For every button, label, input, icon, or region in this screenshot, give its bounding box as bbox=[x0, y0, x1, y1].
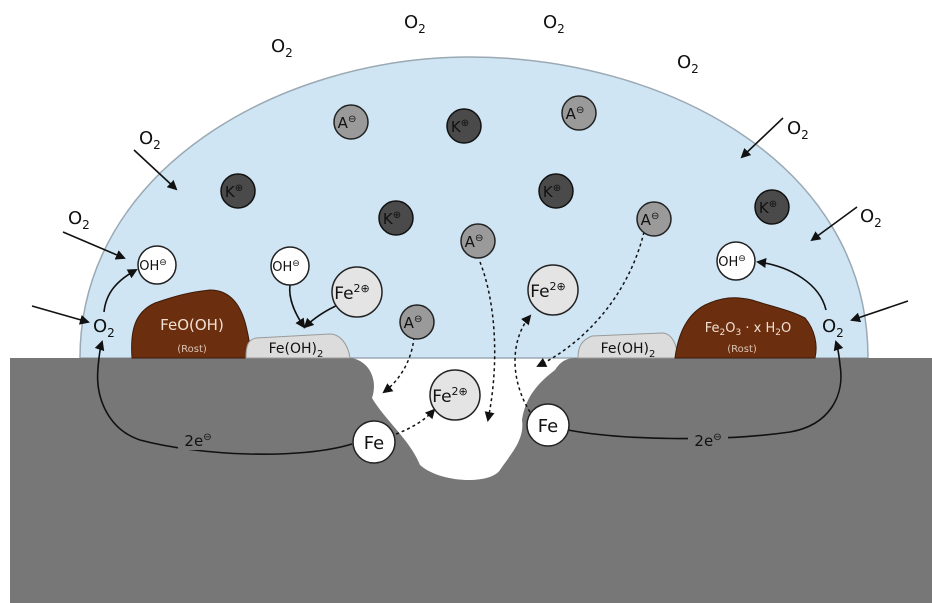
svg-text:O2: O2 bbox=[543, 12, 565, 36]
svg-text:OH⊖: OH⊖ bbox=[139, 258, 167, 274]
electron-flow-right bbox=[567, 340, 844, 440]
electron-label-right: 2e⊖ bbox=[694, 432, 721, 450]
anion-5: A⊖ bbox=[399, 304, 435, 340]
svg-text:A⊖: A⊖ bbox=[566, 105, 585, 123]
o2-label-7: O2 bbox=[68, 208, 90, 232]
electron-flow-left bbox=[94, 340, 353, 455]
electron-label-left: 2e⊖ bbox=[184, 432, 211, 450]
arrow-o2-in-6 bbox=[850, 300, 909, 323]
rust-left-formula: FeO(OH) bbox=[160, 316, 224, 334]
svg-text:O2: O2 bbox=[677, 52, 699, 76]
svg-text:O2: O2 bbox=[404, 12, 426, 36]
iron-ion-3: Fe2⊕ bbox=[429, 369, 481, 421]
hydroxide-ion-1: OH⊖ bbox=[137, 245, 177, 285]
svg-text:OH⊖: OH⊖ bbox=[272, 259, 300, 275]
svg-text:Fe2⊕: Fe2⊕ bbox=[432, 385, 468, 407]
svg-text:Fe2⊕: Fe2⊕ bbox=[334, 282, 370, 304]
cation-2: K⊕ bbox=[220, 173, 256, 209]
electron-label-left-bg bbox=[178, 430, 218, 450]
rust-left-note: (Rost) bbox=[177, 344, 207, 355]
o2-label-10: O2 bbox=[822, 316, 844, 340]
water-droplet bbox=[79, 56, 869, 359]
iron-metal-block bbox=[10, 358, 932, 603]
dotted-anion-to-pit-left bbox=[382, 336, 415, 394]
svg-text:O2: O2 bbox=[860, 206, 882, 230]
arrow-o2-in-1 bbox=[133, 149, 178, 191]
cation-5: K⊕ bbox=[754, 189, 790, 225]
svg-text:O2: O2 bbox=[139, 128, 161, 152]
cation-1: K⊕ bbox=[446, 108, 482, 144]
arrow-oh-to-hydroxide bbox=[288, 284, 306, 329]
iron-atom-left: Fe bbox=[352, 420, 396, 464]
arrow-o2-to-oh-right bbox=[756, 258, 827, 311]
arrow-o2-in-4 bbox=[740, 117, 784, 159]
o2-label-9: O2 bbox=[93, 316, 115, 340]
svg-text:K⊕: K⊕ bbox=[759, 199, 777, 217]
svg-text:O2: O2 bbox=[271, 36, 293, 60]
rust-deposit-right bbox=[674, 297, 817, 359]
arrow-o2-to-oh-left bbox=[103, 269, 138, 313]
svg-text:K⊕: K⊕ bbox=[383, 210, 401, 228]
hydroxide-ion-3: OH⊖ bbox=[716, 241, 756, 281]
anion-4: A⊖ bbox=[636, 201, 672, 237]
o2-label-1: O2 bbox=[271, 36, 293, 60]
svg-text:K⊕: K⊕ bbox=[225, 183, 243, 201]
iron-atom-right: Fe bbox=[526, 403, 570, 447]
o2-label-3: O2 bbox=[543, 12, 565, 36]
dotted-anion-to-pit-center bbox=[479, 261, 496, 422]
iron-ion-2: Fe2⊕ bbox=[527, 264, 579, 316]
o2-label-6: O2 bbox=[787, 118, 809, 142]
svg-text:O2: O2 bbox=[822, 316, 844, 340]
o2-label-4: O2 bbox=[677, 52, 699, 76]
iron-hydroxide-layer-left bbox=[245, 333, 351, 359]
svg-text:O2: O2 bbox=[787, 118, 809, 142]
o2-label-2: O2 bbox=[404, 12, 426, 36]
cation-3: K⊕ bbox=[378, 200, 414, 236]
svg-text:A⊖: A⊖ bbox=[641, 211, 660, 229]
hydroxide-ion-2: OH⊖ bbox=[270, 246, 310, 286]
o2-label-8: O2 bbox=[860, 206, 882, 230]
anion-2: A⊖ bbox=[561, 95, 597, 131]
arrow-o2-in-2 bbox=[62, 231, 126, 260]
arrow-o2-in-3 bbox=[31, 305, 90, 325]
svg-text:Fe: Fe bbox=[364, 433, 384, 454]
anion-3: A⊖ bbox=[460, 223, 496, 259]
svg-text:A⊖: A⊖ bbox=[404, 314, 423, 332]
arrow-o2-in-5 bbox=[810, 206, 858, 242]
dotted-fe-to-fe-ion-left bbox=[395, 408, 436, 435]
iron-ion-1: Fe2⊕ bbox=[331, 266, 383, 318]
hydroxide-layer-right-label: Fe(OH)2 bbox=[601, 341, 656, 360]
anion-1: A⊖ bbox=[333, 104, 369, 140]
svg-text:OH⊖: OH⊖ bbox=[718, 254, 746, 270]
hydroxide-layer-left-label: Fe(OH)2 bbox=[269, 341, 324, 360]
o2-label-5: O2 bbox=[139, 128, 161, 152]
svg-text:O2: O2 bbox=[93, 316, 115, 340]
svg-text:K⊕: K⊕ bbox=[451, 118, 469, 136]
electron-label-right-bg bbox=[688, 430, 728, 450]
svg-text:Fe2⊕: Fe2⊕ bbox=[530, 280, 566, 302]
svg-text:K⊕: K⊕ bbox=[543, 183, 561, 201]
svg-text:A⊖: A⊖ bbox=[465, 233, 484, 251]
rust-right-formula: Fe2O3 · x H2O bbox=[705, 321, 791, 338]
rust-right-note: (Rost) bbox=[727, 344, 757, 355]
cation-4: K⊕ bbox=[538, 173, 574, 209]
svg-text:O2: O2 bbox=[68, 208, 90, 232]
svg-text:Fe: Fe bbox=[538, 416, 558, 437]
dotted-fe-to-fe-ion-right bbox=[514, 314, 532, 413]
rust-deposit-left bbox=[131, 289, 253, 359]
svg-text:A⊖: A⊖ bbox=[338, 114, 357, 132]
